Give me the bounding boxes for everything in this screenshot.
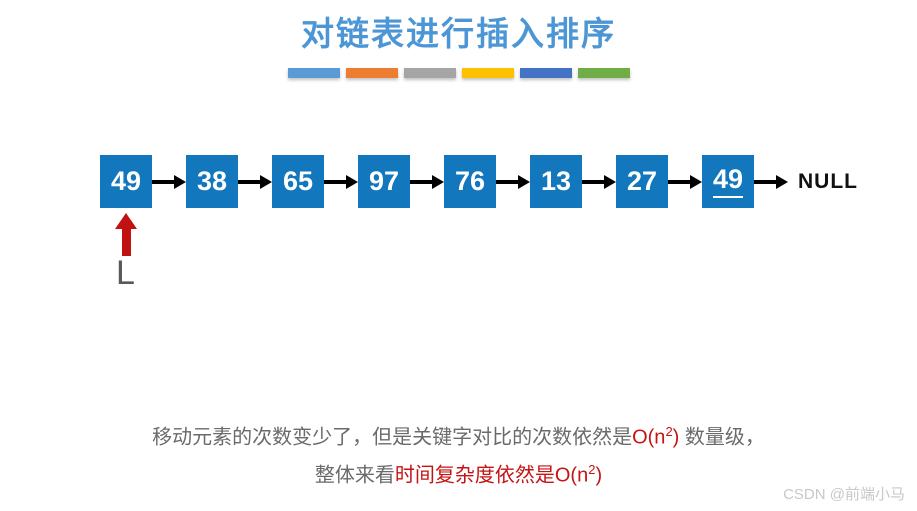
- accent-bars: [0, 68, 917, 78]
- node-value: 27: [626, 166, 658, 196]
- next-pointer-arrow-icon: [754, 174, 788, 189]
- next-pointer-arrow-icon: [668, 174, 702, 189]
- caption-segment: 2: [665, 424, 673, 439]
- null-terminator-label: NULL: [798, 169, 858, 193]
- accent-bar: [287, 68, 340, 78]
- list-node: 97: [358, 155, 410, 208]
- head-pointer-arrow-icon: [115, 213, 137, 256]
- node-value: 97: [368, 166, 400, 196]
- caption-segment: 2: [588, 461, 596, 477]
- caption-line-2: 整体来看时间复杂度依然是O(n2): [0, 454, 917, 492]
- next-pointer-arrow-icon: [496, 174, 530, 189]
- next-pointer-arrow-icon: [152, 174, 186, 189]
- list-node: 27: [616, 155, 668, 208]
- node-value: 49: [712, 165, 744, 198]
- accent-bar: [345, 68, 398, 78]
- list-node: 65: [272, 155, 324, 208]
- list-node: 13: [530, 155, 582, 208]
- list-node: 76: [444, 155, 496, 208]
- caption-segment: 时间复杂度依然是O(n: [394, 464, 589, 487]
- accent-bar: [461, 68, 514, 78]
- node-value: 65: [282, 166, 314, 196]
- list-node: 49: [702, 155, 754, 208]
- linked-list-row: 49 38 65 97 76 13 27 49 NULL: [100, 155, 858, 208]
- page-title: 对链表进行插入排序: [301, 15, 616, 52]
- watermark: CSDN @前端小马: [783, 486, 905, 503]
- node-value: 49: [110, 166, 142, 196]
- list-node: 49: [100, 155, 152, 208]
- node-value: 13: [540, 166, 572, 196]
- next-pointer-arrow-icon: [238, 174, 272, 189]
- caption-line-1: 移动元素的次数变少了，但是关键字对比的次数依然是O(n2) 数量级，: [0, 416, 917, 454]
- caption-segment: O(n: [632, 426, 666, 449]
- list-node: 38: [186, 155, 238, 208]
- node-value: 38: [196, 166, 228, 196]
- caption-segment: 移动元素的次数变少了，但是关键字对比的次数依然是: [152, 426, 633, 449]
- head-pointer-shaft: [121, 229, 131, 256]
- caption: 移动元素的次数变少了，但是关键字对比的次数依然是O(n2) 数量级， 整体来看时…: [0, 416, 917, 491]
- caption-segment: ): [595, 464, 603, 487]
- next-pointer-arrow-icon: [410, 174, 444, 189]
- accent-bar: [403, 68, 456, 78]
- next-pointer-arrow-icon: [324, 174, 358, 189]
- caption-segment: 整体来看: [314, 464, 395, 487]
- caption-segment: 数量级，: [679, 426, 765, 449]
- head-pointer-arrowhead: [115, 213, 137, 229]
- caption-segment: ): [672, 426, 680, 449]
- next-pointer-arrow-icon: [582, 174, 616, 189]
- head-pointer-label: L: [116, 254, 135, 292]
- accent-bar: [519, 68, 572, 78]
- accent-bar: [577, 68, 630, 78]
- node-value: 76: [454, 166, 486, 196]
